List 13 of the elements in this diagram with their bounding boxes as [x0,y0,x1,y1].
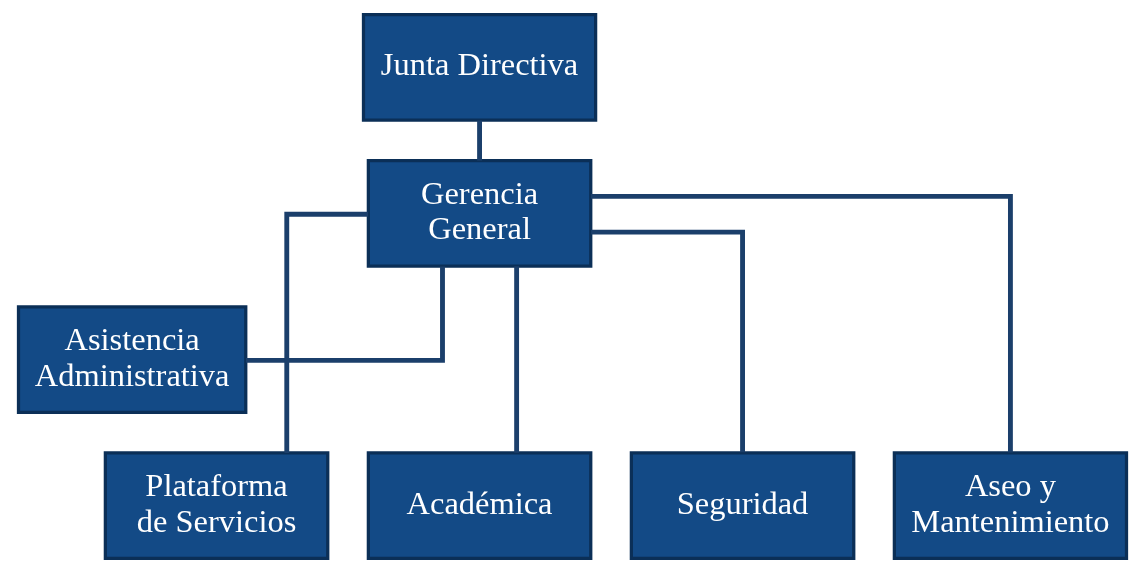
connector [245,266,445,363]
node-box: Junta Directiva [361,12,597,122]
node-box: Académica [366,451,592,561]
connector [476,120,482,161]
node-box: Seguridad [629,451,855,561]
node-box: Asistencia Administrativa [16,305,247,414]
connector [513,266,519,453]
node-box: Aseo y Mantenimiento [892,451,1128,561]
connector [283,211,368,453]
node-box: Plataforma de Servicios [103,451,329,561]
connector [590,229,745,453]
node-box: Gerencia General [366,159,592,268]
connector [590,193,1013,453]
